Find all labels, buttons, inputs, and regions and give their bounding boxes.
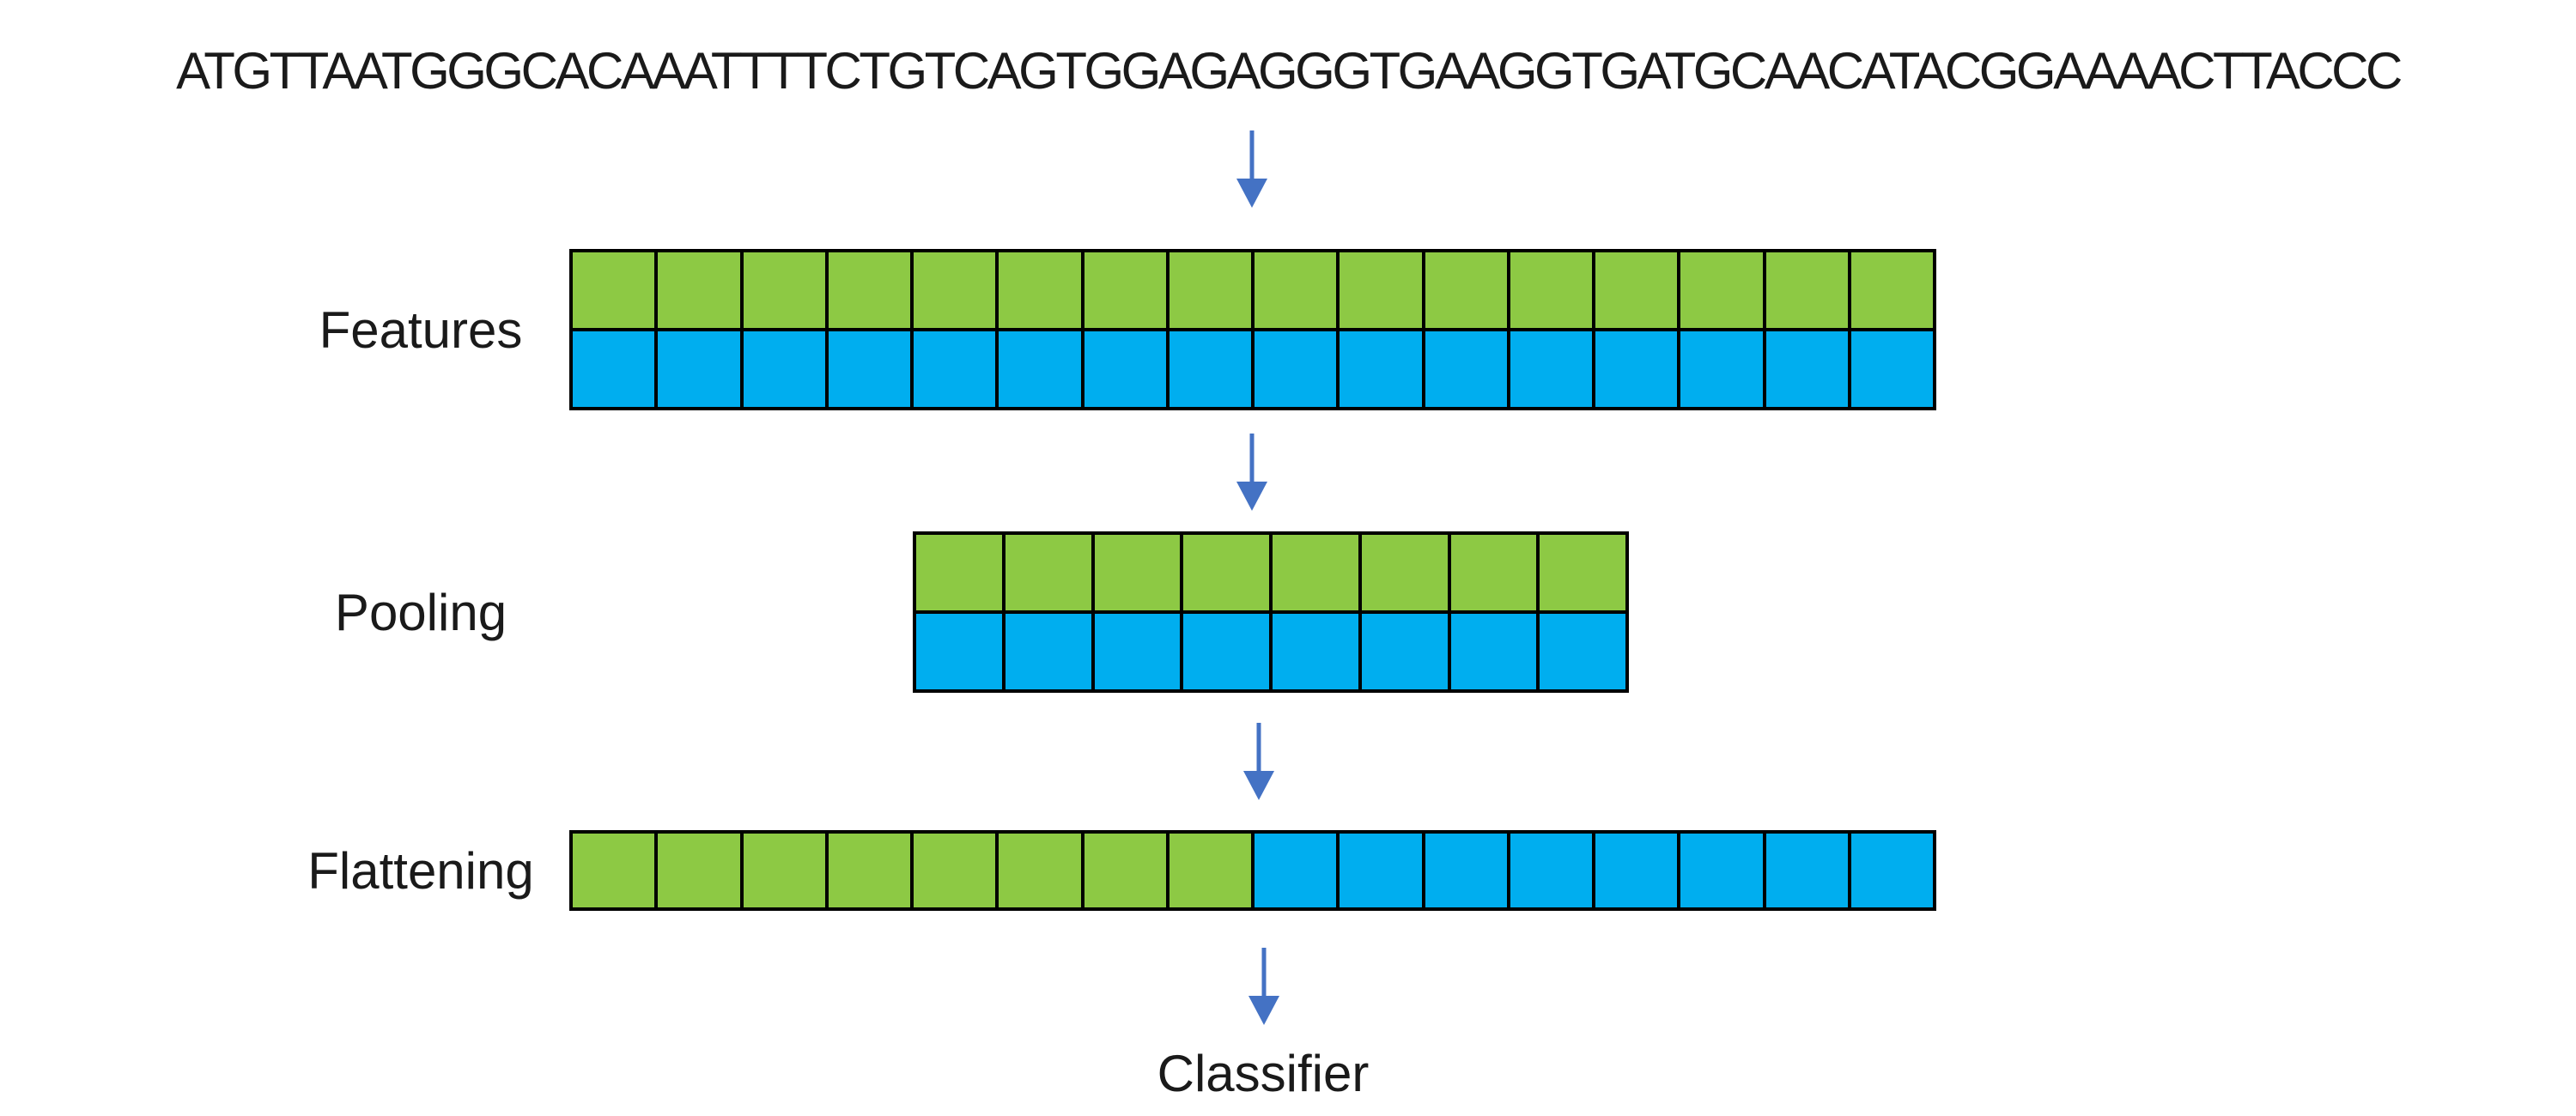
grid-cell-blue — [828, 331, 910, 407]
grid-cell-blue — [1850, 331, 1933, 407]
grid-cell-blue — [1595, 834, 1678, 907]
grid-cell-green — [828, 252, 910, 328]
grid-cell-blue — [1183, 614, 1269, 689]
grid-cell-green — [658, 834, 740, 907]
grid-cell-blue — [1765, 331, 1848, 407]
grid-cell-blue — [1340, 331, 1422, 407]
grid-cell-green — [999, 252, 1081, 328]
down-arrow-icon — [1249, 948, 1279, 1025]
grid-cell-blue — [1084, 331, 1166, 407]
down-arrow-icon — [1236, 130, 1267, 208]
grid-cell-blue — [1540, 614, 1625, 689]
grid-cell-green — [1361, 535, 1448, 610]
grid-cell-blue — [1361, 614, 1448, 689]
grid-cell-blue — [1255, 331, 1337, 407]
grid-cell-green — [1595, 252, 1678, 328]
grid-cell-green — [914, 252, 996, 328]
grid-cell-blue — [1005, 614, 1091, 689]
grid-cell-blue — [1765, 834, 1848, 907]
grid-cell-blue — [1595, 331, 1678, 407]
grid-cell-blue — [1680, 834, 1763, 907]
grid-cell-green — [1850, 252, 1933, 328]
grid-cell-green — [1765, 252, 1848, 328]
grid-cell-blue — [1340, 834, 1422, 907]
grid-cell-green — [1680, 252, 1763, 328]
grid-cell-green — [743, 834, 825, 907]
grid-cell-green — [1425, 252, 1507, 328]
grid-cell-green — [916, 535, 1002, 610]
grid-cell-blue — [743, 331, 825, 407]
dna-sequence-text: ATGTTAATGGGCACAAATTTTCTGTCAGTGGAGAGGGTGA… — [176, 41, 2403, 100]
grid-row — [573, 252, 1933, 328]
grid-cell-green — [743, 252, 825, 328]
grid-cell-blue — [658, 331, 740, 407]
grid-cell-blue — [1425, 834, 1507, 907]
grid-cell-blue — [1850, 834, 1933, 907]
grid-cell-green — [1084, 252, 1166, 328]
grid-cell-green — [914, 834, 996, 907]
grid-row — [573, 331, 1933, 407]
flattening-grid — [569, 830, 1936, 911]
grid-cell-blue — [999, 331, 1081, 407]
grid-cell-green — [1094, 535, 1181, 610]
grid-cell-blue — [573, 331, 655, 407]
grid-cell-blue — [1273, 614, 1358, 689]
grid-cell-green — [999, 834, 1081, 907]
grid-cell-green — [1510, 252, 1592, 328]
grid-cell-blue — [1510, 834, 1592, 907]
grid-row — [573, 834, 1933, 907]
grid-cell-green — [1183, 535, 1269, 610]
classifier-label: Classifier — [1157, 1044, 1370, 1102]
grid-cell-green — [573, 834, 655, 907]
grid-cell-green — [1540, 535, 1625, 610]
pooling-label: Pooling — [334, 583, 507, 641]
grid-row — [916, 535, 1625, 610]
grid-cell-green — [1084, 834, 1166, 907]
grid-cell-green — [1169, 834, 1251, 907]
pooling-grid — [913, 531, 1629, 693]
grid-cell-blue — [1680, 331, 1763, 407]
down-arrow-icon — [1236, 434, 1267, 511]
grid-cell-green — [1340, 252, 1422, 328]
features-label: Features — [319, 300, 523, 359]
grid-cell-blue — [1094, 614, 1181, 689]
grid-cell-green — [658, 252, 740, 328]
grid-cell-green — [828, 834, 910, 907]
grid-cell-blue — [1169, 331, 1251, 407]
grid-cell-green — [573, 252, 655, 328]
grid-cell-blue — [1510, 331, 1592, 407]
grid-cell-green — [1273, 535, 1358, 610]
grid-cell-blue — [1425, 331, 1507, 407]
down-arrow-icon — [1243, 723, 1274, 800]
grid-cell-blue — [1450, 614, 1537, 689]
grid-cell-blue — [1255, 834, 1337, 907]
features-grid — [569, 249, 1936, 410]
grid-cell-green — [1005, 535, 1091, 610]
grid-cell-blue — [916, 614, 1002, 689]
grid-cell-green — [1255, 252, 1337, 328]
grid-cell-blue — [914, 331, 996, 407]
flattening-label: Flattening — [307, 841, 534, 900]
grid-cell-green — [1450, 535, 1537, 610]
grid-row — [916, 614, 1625, 689]
grid-cell-green — [1169, 252, 1251, 328]
